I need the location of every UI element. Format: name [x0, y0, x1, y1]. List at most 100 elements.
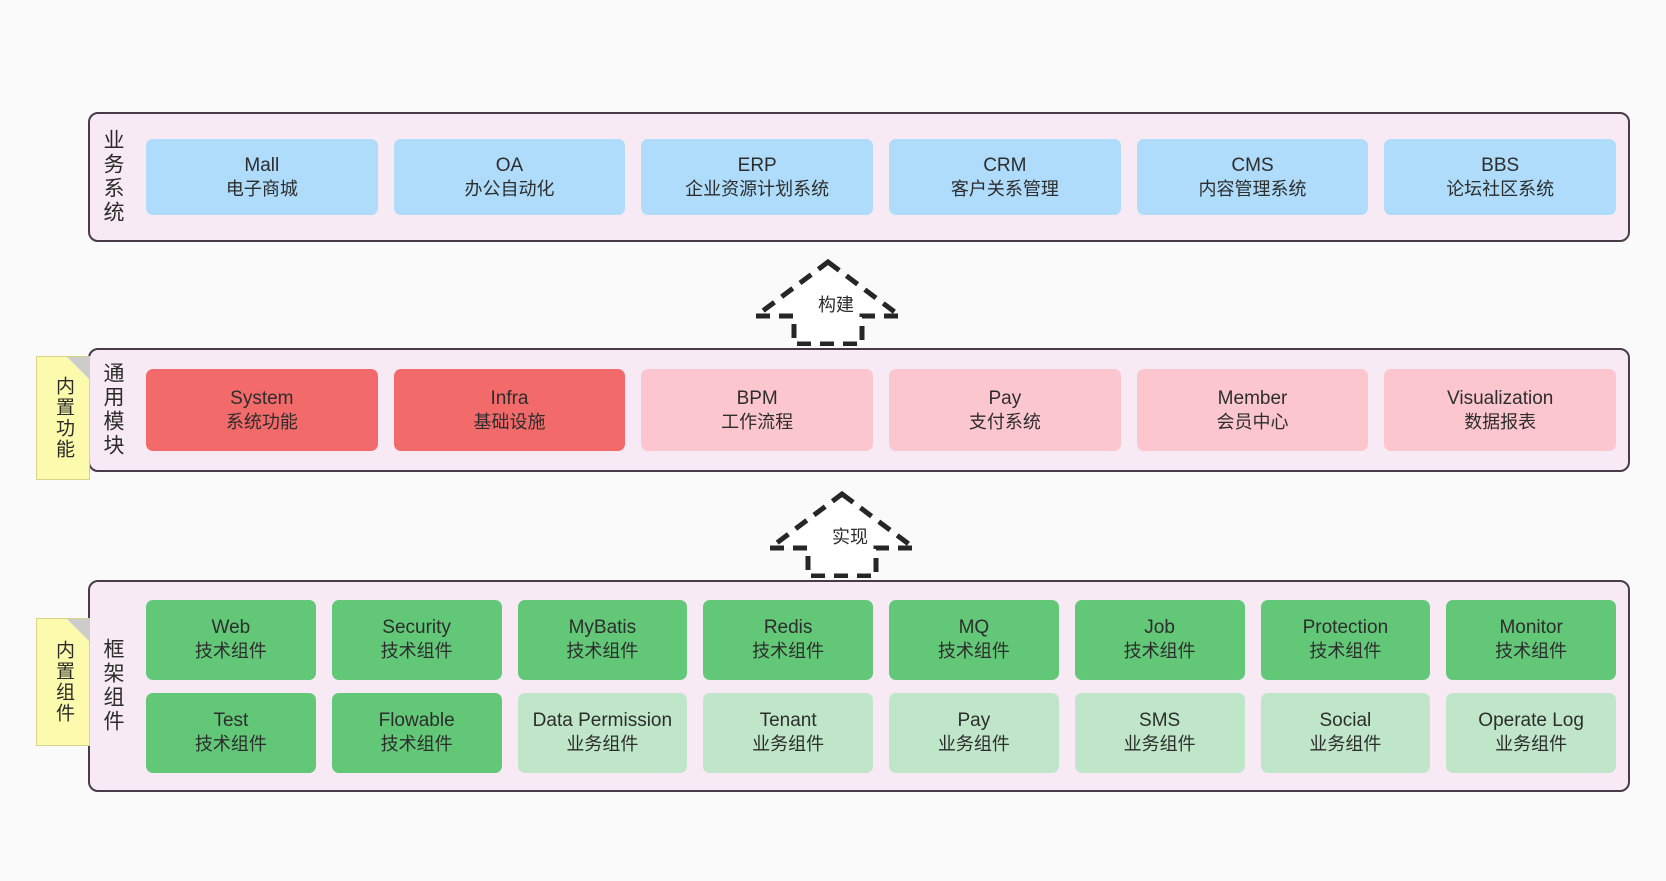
- card-title: System: [230, 387, 294, 409]
- card-subtitle: 办公自动化: [464, 178, 555, 199]
- layer-framework-components: 框架组件 Web 技术组件 Security 技术组件 MyBatis 技术组件…: [88, 580, 1630, 792]
- card-title: MyBatis: [568, 617, 637, 639]
- card-subtitle: 会员中心: [1216, 411, 1289, 432]
- card-title: ERP: [737, 154, 777, 176]
- card-title: Flowable: [378, 710, 455, 732]
- card-title: Social: [1319, 710, 1372, 732]
- card-title: Monitor: [1499, 617, 1563, 639]
- card-subtitle: 电子商城: [225, 178, 298, 199]
- card-tenant[interactable]: Tenant 业务组件: [703, 692, 873, 773]
- card-title: Redis: [763, 617, 813, 639]
- card-title: Protection: [1302, 617, 1389, 639]
- card-protection[interactable]: Protection 技术组件: [1260, 599, 1431, 680]
- card-title: CMS: [1231, 154, 1274, 176]
- card-subtitle: 业务组件: [1309, 734, 1382, 755]
- card-title: Web: [211, 617, 251, 639]
- card-web[interactable]: Web 技术组件: [146, 599, 316, 680]
- card-subtitle: 论坛社区系统: [1446, 178, 1555, 199]
- card-subtitle: 技术组件: [566, 641, 639, 662]
- card-title: CRM: [983, 154, 1027, 176]
- card-job[interactable]: Job 技术组件: [1074, 599, 1245, 680]
- card-erp[interactable]: ERP 企业资源计划系统: [641, 139, 874, 215]
- card-crm[interactable]: CRM 客户关系管理: [889, 139, 1121, 215]
- card-subtitle: 业务组件: [937, 734, 1010, 755]
- card-title: Member: [1217, 387, 1288, 409]
- card-subtitle: 支付系统: [968, 411, 1041, 432]
- card-subtitle: 业务组件: [566, 734, 639, 755]
- card-title: Mall: [244, 154, 280, 176]
- sticky-note-builtin-components: 内置组件: [36, 618, 90, 746]
- layer-body-framework-components: Web 技术组件 Security 技术组件 MyBatis 技术组件 Redi…: [134, 582, 1628, 790]
- layer-body-business-systems: Mall 电子商城 OA 办公自动化 ERP 企业资源计划系统 CRM 客户关系…: [134, 114, 1628, 240]
- card-monitor[interactable]: Monitor 技术组件: [1446, 599, 1616, 680]
- card-member[interactable]: Member 会员中心: [1136, 369, 1369, 451]
- card-title: Tenant: [759, 710, 817, 732]
- connector-build-arrow: [752, 258, 904, 346]
- card-mall[interactable]: Mall 电子商城: [146, 139, 378, 215]
- card-visualization[interactable]: Visualization 数据报表: [1384, 369, 1617, 451]
- card-cms[interactable]: CMS 内容管理系统: [1136, 139, 1369, 215]
- card-subtitle: 业务组件: [1495, 734, 1568, 755]
- card-title: BBS: [1481, 154, 1520, 176]
- card-infra[interactable]: Infra 基础设施: [393, 369, 626, 451]
- card-bbs[interactable]: BBS 论坛社区系统: [1384, 139, 1617, 215]
- card-title: Operate Log: [1478, 710, 1584, 732]
- card-subtitle: 技术组件: [752, 641, 825, 662]
- card-test[interactable]: Test 技术组件: [146, 692, 316, 773]
- card-subtitle: 业务组件: [752, 734, 825, 755]
- card-title: OA: [495, 154, 524, 176]
- card-subtitle: 内容管理系统: [1198, 178, 1307, 199]
- card-redis[interactable]: Redis 技术组件: [703, 599, 873, 680]
- card-title: Test: [213, 710, 249, 732]
- card-subtitle: 技术组件: [194, 734, 267, 755]
- card-title: Pay: [957, 710, 991, 732]
- layer-label-framework-components: 框架组件: [101, 638, 125, 734]
- card-subtitle: 技术组件: [1123, 641, 1196, 662]
- card-social[interactable]: Social 业务组件: [1260, 692, 1431, 773]
- card-title: MQ: [958, 617, 990, 639]
- card-title: Data Permission: [532, 710, 673, 732]
- card-subtitle: 客户关系管理: [950, 178, 1059, 199]
- card-row-business: Test 技术组件 Flowable 技术组件 Data Permission …: [146, 692, 1616, 773]
- card-title: Pay: [988, 387, 1022, 409]
- layer-body-common-modules: System 系统功能 Infra 基础设施 BPM 工作流程 Pay 支付系统…: [134, 350, 1628, 470]
- card-title: SMS: [1139, 710, 1181, 732]
- card-subtitle: 技术组件: [937, 641, 1010, 662]
- layer-label-common-modules: 通用模块: [101, 362, 125, 458]
- card-mybatis[interactable]: MyBatis 技术组件: [517, 599, 688, 680]
- connector-implement-arrow: [766, 490, 918, 578]
- card-subtitle: 技术组件: [380, 641, 453, 662]
- card-bpm[interactable]: BPM 工作流程: [641, 369, 874, 451]
- card-system[interactable]: System 系统功能: [146, 369, 378, 451]
- layer-label-business-systems: 业务系统: [101, 129, 125, 225]
- card-title: Visualization: [1447, 387, 1554, 409]
- card-pay-business[interactable]: Pay 业务组件: [889, 692, 1059, 773]
- card-security[interactable]: Security 技术组件: [331, 599, 502, 680]
- card-sms[interactable]: SMS 业务组件: [1074, 692, 1245, 773]
- card-mq[interactable]: MQ 技术组件: [889, 599, 1059, 680]
- connector-implement-label: 实现: [832, 527, 868, 547]
- card-subtitle: 技术组件: [1495, 641, 1568, 662]
- card-title: Infra: [490, 387, 529, 409]
- card-subtitle: 工作流程: [721, 411, 794, 432]
- connector-build-label: 构建: [818, 295, 854, 315]
- sticky-note-builtin-features: 内置功能: [36, 356, 90, 480]
- card-data-permission[interactable]: Data Permission 业务组件: [517, 692, 688, 773]
- card-title: Job: [1144, 617, 1175, 639]
- layer-business-systems: 业务系统 Mall 电子商城 OA 办公自动化 ERP 企业资源计划系统 CRM…: [88, 112, 1630, 242]
- card-row: Mall 电子商城 OA 办公自动化 ERP 企业资源计划系统 CRM 客户关系…: [146, 139, 1617, 215]
- layer-common-modules: 通用模块 System 系统功能 Infra 基础设施 BPM 工作流程 Pay…: [88, 348, 1630, 472]
- card-subtitle: 数据报表: [1464, 411, 1537, 432]
- card-subtitle: 业务组件: [1123, 734, 1196, 755]
- card-flowable[interactable]: Flowable 技术组件: [331, 692, 502, 773]
- card-subtitle: 技术组件: [1309, 641, 1382, 662]
- card-operate-log[interactable]: Operate Log 业务组件: [1446, 692, 1616, 773]
- card-pay[interactable]: Pay 支付系统: [889, 369, 1121, 451]
- card-subtitle: 系统功能: [225, 411, 298, 432]
- card-subtitle: 技术组件: [194, 641, 267, 662]
- card-oa[interactable]: OA 办公自动化: [393, 139, 626, 215]
- card-subtitle: 技术组件: [380, 734, 453, 755]
- card-title: BPM: [736, 387, 778, 409]
- card-row-technical: Web 技术组件 Security 技术组件 MyBatis 技术组件 Redi…: [146, 599, 1616, 680]
